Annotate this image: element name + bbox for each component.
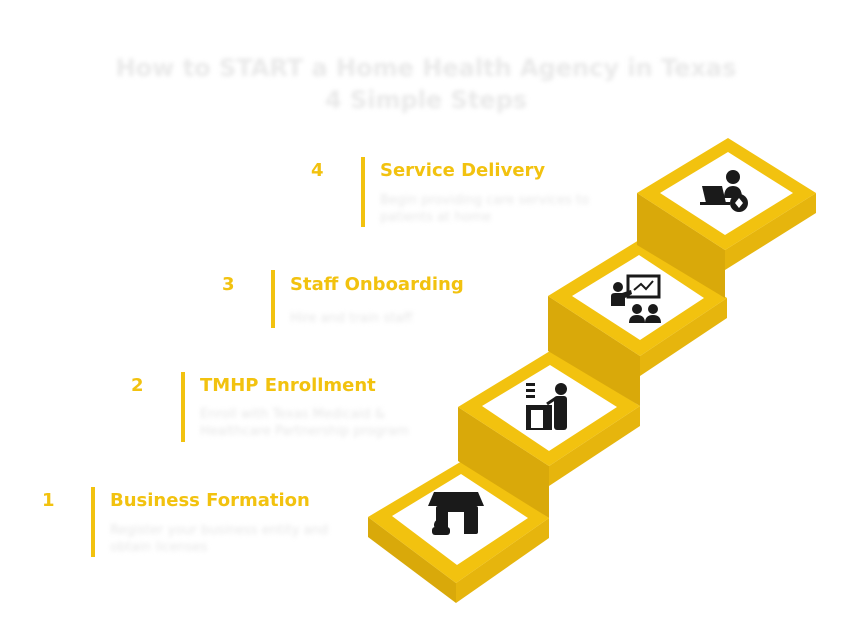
- diagram-title: How to START a Home Health Agency in Tex…: [0, 52, 852, 116]
- step-1-number: 1: [42, 490, 55, 511]
- enrollment-desk-icon: [526, 383, 567, 430]
- step-3-title: Staff Onboarding: [290, 274, 464, 295]
- step-2-title: TMHP Enrollment: [200, 375, 376, 396]
- storefront-icon: [428, 492, 484, 535]
- step-3-divider: [271, 270, 275, 328]
- step-4-description: Begin providing care services to patient…: [380, 193, 590, 225]
- title-line-2: 4 Simple Steps: [324, 86, 528, 114]
- step-4-divider: [361, 157, 365, 227]
- step-3-description: Hire and train staff: [290, 311, 413, 326]
- step-1-title: Business Formation: [110, 490, 310, 511]
- step-3-number: 3: [222, 274, 235, 295]
- step-1-description: Register your business entity and obtain…: [110, 523, 329, 555]
- step-2-number: 2: [131, 375, 144, 396]
- training-presentation-icon: [611, 274, 661, 323]
- step-2-divider: [181, 372, 185, 442]
- step-4-title: Service Delivery: [380, 160, 546, 181]
- title-line-1: How to START a Home Health Agency in Tex…: [115, 54, 737, 82]
- step-1-divider: [91, 487, 95, 557]
- step-4-number: 4: [311, 160, 324, 181]
- step-2-description: Enroll with Texas Medicaid & Healthcare …: [200, 407, 409, 439]
- care-delivery-icon: [700, 170, 748, 212]
